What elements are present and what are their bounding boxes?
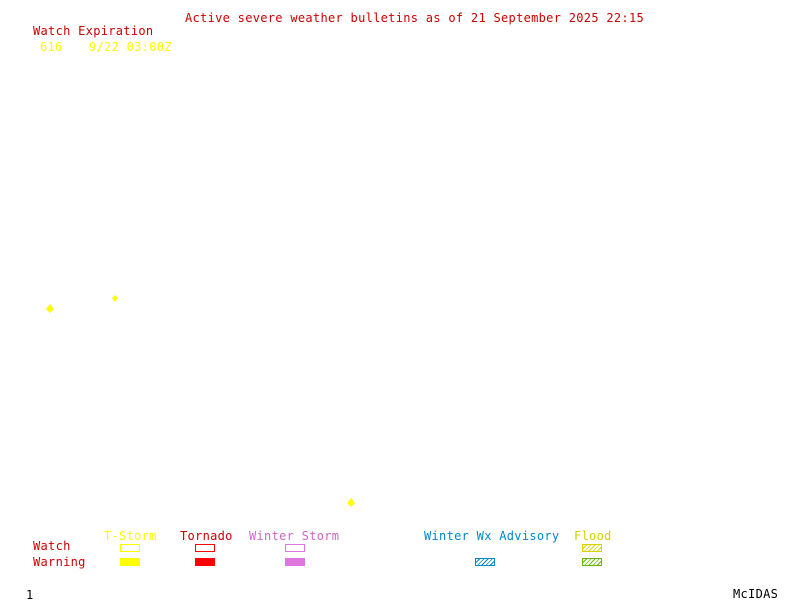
watch-expiration-label: Watch Expiration: [33, 24, 154, 38]
winter-wx-advisory-swatch: [475, 558, 495, 566]
mcidas-brand: McIDAS: [733, 587, 779, 601]
tstorm-marker: [347, 498, 355, 507]
tstorm-marker: [112, 295, 118, 302]
legend-row-watch: Watch: [33, 539, 71, 553]
tornado-warning-swatch: [195, 558, 215, 566]
tstorm-marker: [46, 304, 54, 313]
tstorm-watch-swatch: [120, 544, 140, 552]
frame-number: 1: [26, 588, 34, 602]
watch-id: 616: [40, 40, 63, 54]
tornado-watch-swatch: [195, 544, 215, 552]
winter-storm-warning-swatch: [285, 558, 305, 566]
legend-winter-wx-advisory-label: Winter Wx Advisory: [424, 529, 560, 543]
flood-watch-swatch: [582, 544, 602, 552]
tstorm-warning-swatch: [120, 558, 140, 566]
legend-flood-label: Flood: [574, 529, 612, 543]
legend-winter-storm-label: Winter Storm: [249, 529, 340, 543]
legend-tstorm-label: T-Storm: [104, 529, 157, 543]
flood-warning-swatch: [582, 558, 602, 566]
page-title: Active severe weather bulletins as of 21…: [185, 11, 645, 25]
legend-tornado-label: Tornado: [180, 529, 233, 543]
winter-storm-watch-swatch: [285, 544, 305, 552]
legend-row-warning: Warning: [33, 555, 86, 569]
watch-expiry-time: 9/22 03:00Z: [89, 40, 172, 54]
